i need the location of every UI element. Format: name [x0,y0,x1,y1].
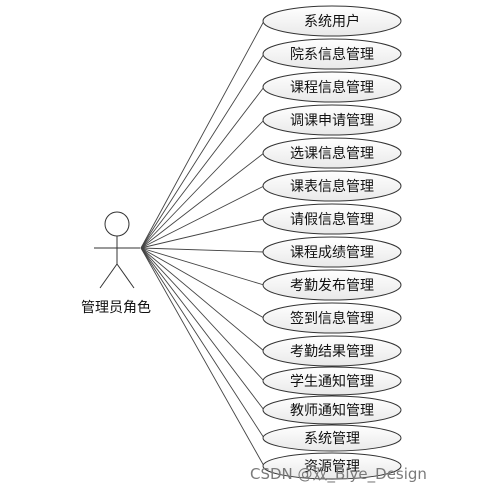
use-case: 签到信息管理 [262,302,402,334]
use-case-ellipse [262,395,402,425]
use-case: 调课申请管理 [262,104,402,136]
use-case-label: 考勤发布管理 [290,278,374,294]
use-case-label: 学生通知管理 [290,373,374,390]
association-line [140,53,265,249]
actor: 管理员角色 [81,211,151,316]
association-lines [140,20,265,467]
use-case: 系统用户 [262,5,402,37]
use-case-ellipse [262,269,402,301]
association-line [140,218,265,249]
association-line [140,247,265,319]
use-case-ellipse [262,71,402,103]
association-line [140,247,265,467]
actor-right-leg [116,263,135,289]
use-case-ellipse [262,203,402,235]
association-line [140,20,265,249]
use-case-ellipse [262,5,402,37]
actor-head [104,211,130,237]
use-case-label: 资源管理 [304,459,360,475]
use-case-ellipse [262,452,402,480]
use-case-label: 系统管理 [304,431,360,447]
association-line [140,247,265,382]
use-case-label: 系统用户 [304,13,360,30]
use-case-ellipse [262,366,402,396]
use-case-ellipse [262,424,402,452]
use-case: 课表信息管理 [262,170,402,202]
use-case-label: 课表信息管理 [290,178,374,195]
use-case-label: 考勤结果管理 [290,344,374,360]
use-case-label: 选课信息管理 [290,145,374,162]
use-case-list: 系统用户院系信息管理课程信息管理调课申请管理选课信息管理课表信息管理请假信息管理… [262,5,402,480]
use-case: 学生通知管理 [262,366,402,396]
use-case-ellipse [262,302,402,334]
association-line [140,247,265,439]
use-case: 系统管理 [262,424,402,452]
association-line [140,247,265,286]
use-case: 考勤发布管理 [262,269,402,301]
use-case-label: 调课申请管理 [290,113,374,129]
use-case-label: 签到信息管理 [290,310,374,327]
use-case-ellipse [262,104,402,136]
use-case: 课程信息管理 [262,71,402,103]
actor-left-leg [99,263,118,289]
association-line [140,86,265,249]
association-line [140,247,265,411]
use-case: 院系信息管理 [262,38,402,70]
use-case-label: 课程成绩管理 [290,245,374,261]
use-case-ellipse [262,170,402,202]
association-line [140,152,265,249]
association-line [140,247,265,352]
association-line [140,185,265,249]
use-case-label: 院系信息管理 [290,46,374,63]
use-case: 资源管理 [262,452,402,480]
watermark: CSDN @双_Biye_Design [250,465,427,484]
use-case-ellipse [262,137,402,169]
use-case: 请假信息管理 [262,203,402,235]
association-line [140,119,265,249]
actor-label: 管理员角色 [81,299,151,316]
use-case: 选课信息管理 [262,137,402,169]
use-case-ellipse [262,335,402,367]
use-case: 教师通知管理 [262,395,402,425]
use-case-label: 教师通知管理 [290,402,374,419]
use-case-label: 请假信息管理 [290,211,374,228]
use-case-label: 课程信息管理 [290,79,374,96]
use-case-ellipse [262,236,402,268]
use-case: 考勤结果管理 [262,335,402,367]
association-line [140,247,265,253]
use-case-ellipse [262,38,402,70]
use-case: 课程成绩管理 [262,236,402,268]
